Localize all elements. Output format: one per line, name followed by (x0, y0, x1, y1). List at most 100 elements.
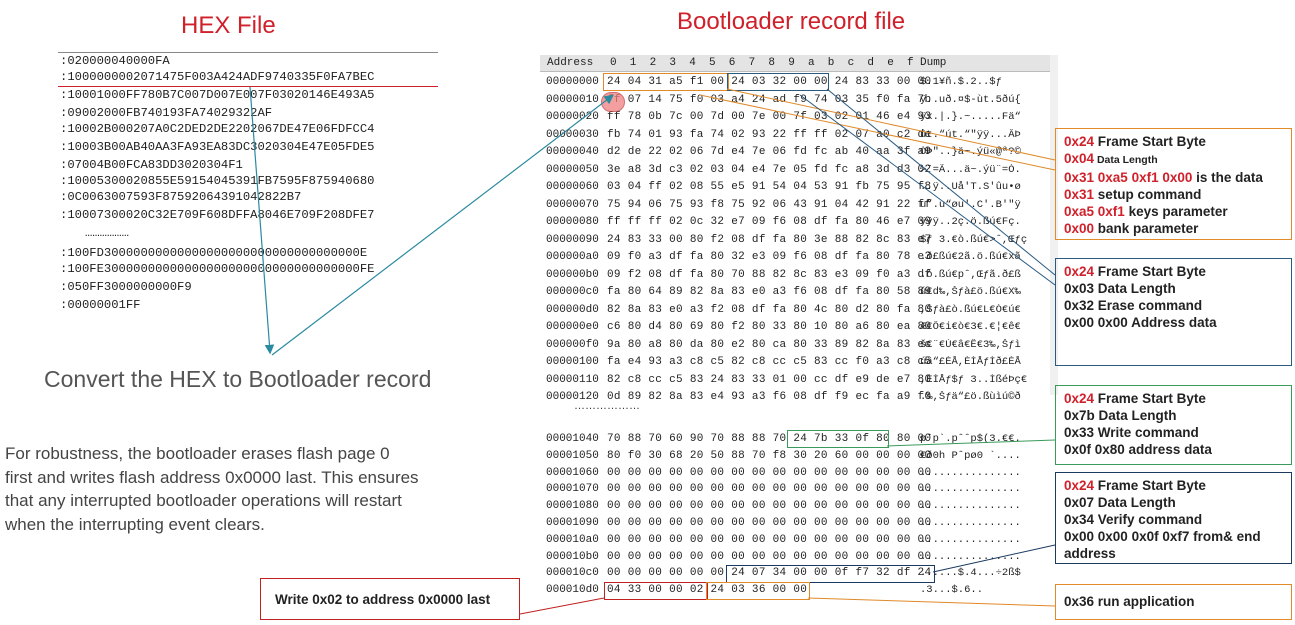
row-dump: ú€d‰,Šƒà£ö.ßú€X‰ (920, 286, 1021, 298)
header-col: e (887, 57, 894, 69)
hex-file-title: HEX File (181, 12, 276, 39)
box-line-text: Frame Start Byte (1094, 391, 1206, 406)
box-line-text: is the data (1192, 170, 1263, 185)
row-dump: $.1¥ñ.$.2..$ƒ (920, 76, 1002, 88)
row-dump: ,ÈÌÅƒ$ƒ 3..ÌßéÞç€ (920, 373, 1028, 386)
row-bytes: 00 00 00 00 00 00 00 00 00 00 00 00 00 0… (607, 466, 932, 479)
row-address: 00000090 (546, 233, 599, 246)
row-bytes: 0d 89 82 8a 83 e4 93 a3 f6 08 df f9 ec f… (607, 391, 932, 403)
editor-scrollbar[interactable] (1050, 55, 1058, 395)
header-col: 3 (669, 57, 676, 69)
paragraph-line: first and writes flash address 0x0000 la… (5, 467, 419, 487)
convert-caption: Convert the HEX to Bootloader record (44, 366, 432, 392)
hex-line: :10007300020C32E709F608DFFA8046E709F208D… (60, 208, 375, 222)
row-address: 000010d0 (546, 584, 599, 597)
box-line-text: Frame Start Byte (1094, 264, 1206, 279)
row-dump: ût.“út.“"ÿÿ...ÂÞ (920, 128, 1021, 141)
row-bytes: 80 f0 30 68 20 50 88 70 f8 30 20 60 00 0… (607, 449, 932, 462)
hex-line: :10003B00AB40AA3FA93EA83DC3020304E47E05F… (60, 140, 375, 154)
row-address: 000000f0 (546, 338, 599, 351)
header-col: 0 (610, 57, 617, 69)
box-line: 0x7b Data Length (1064, 407, 1283, 424)
row-address: 00001040 (546, 433, 599, 445)
box-line-code: 0x04 (1064, 151, 1095, 166)
header-col: 4 (689, 57, 696, 69)
row-address: 000010b0 (546, 550, 599, 563)
box-line-text: Data Length (1094, 154, 1158, 166)
paragraph-line: For robustness, the bootloader erases fl… (5, 444, 390, 463)
row-bytes: 00 00 00 00 00 00 00 00 00 00 00 00 00 0… (607, 483, 932, 496)
arrow-hex-to-convert (249, 86, 275, 355)
row-dump: ÿx.|.}.~.....Fä“ (920, 111, 1021, 123)
box-line: 0x00 bank parameter (1064, 220, 1283, 237)
row-address: 000010a0 (546, 533, 599, 546)
header-col: 9 (788, 57, 795, 69)
row-dump: ..ÿ..Uå'T.S'ûu•ø (920, 181, 1021, 193)
hex-line: :100FE3000000000000000000000000000000000… (60, 262, 375, 276)
line-run (807, 597, 1056, 607)
line-write (886, 439, 1056, 447)
box-line: 0x0f 0x80 address data (1064, 441, 1283, 458)
hex-separator-line (58, 52, 438, 53)
box-line-text: 0x0f 0x80 address data (1064, 442, 1212, 457)
box-line-code: 0x24 (1064, 391, 1095, 406)
box-line-code: 0x24 (1064, 478, 1095, 493)
hex-line: :10002B000207A0C2DED2DE2202067DE47E06FDF… (60, 122, 375, 136)
hex-line: :050FF3000000000F9 (60, 280, 192, 294)
row-dump: .3...$.6.. (920, 584, 984, 597)
row-bytes: 3e a8 3d c3 02 03 04 e4 7e 05 fd fc a8 3… (607, 163, 932, 176)
frame-box-write (787, 430, 889, 448)
row-dump: úä“£ÈÅ,ÈÌÅƒÌð£ÈÅ (920, 356, 1021, 368)
box-line: 0x03 Data Length (1064, 280, 1283, 297)
line-erase-b (799, 94, 1056, 286)
box-line-text: Frame Start Byte (1094, 134, 1206, 149)
row-dump: .‰,Šƒä“£ö.ßùìú©ð (920, 391, 1021, 403)
box-line: 0x31 0xa5 0xf1 0x00 is the data (1064, 169, 1283, 186)
row-address: 00001090 (546, 517, 599, 529)
row-dump: ......$.4...÷2ß$ (920, 567, 1021, 580)
header-dump: Dump (920, 57, 947, 69)
row-dump: ................ (920, 483, 1021, 496)
box-line-text: 0x33 Write command (1064, 425, 1199, 440)
box-line: 0x33 Write command (1064, 424, 1283, 441)
row-bytes: 00 00 00 00 00 00 24 07 34 00 00 0f f7 3… (607, 567, 932, 580)
row-address: 000000c0 (546, 286, 599, 298)
row-dump: ................ (920, 500, 1021, 513)
run-application-text: 0x36 run application (1064, 594, 1195, 609)
header-col: 8 (768, 57, 775, 69)
header-col: b (827, 57, 835, 69)
header-col: 1 (629, 57, 637, 69)
box-line: 0x32 Erase command (1064, 297, 1283, 314)
box-line: 0x24 Frame Start Byte (1064, 263, 1283, 280)
header-col: d (867, 57, 874, 69)
box-line: 0x24 Frame Start Byte (1064, 390, 1283, 407)
line-verify (932, 544, 1056, 573)
row-bytes: 9a 80 a8 80 da 80 e2 80 ca 80 33 89 82 8… (607, 338, 932, 351)
frame-box-run (706, 582, 810, 600)
box-line-code: 0x00 (1064, 221, 1095, 236)
row-address: 00000010 (546, 93, 599, 106)
box-line: 0x34 Verify command (1064, 511, 1283, 528)
line-write-last (519, 597, 605, 615)
row-address: 00001050 (546, 449, 599, 462)
box-line-code: 0x31 (1064, 187, 1095, 202)
row-address: 000000d0 (546, 303, 599, 316)
row-bytes: 00 00 00 00 00 00 00 00 00 00 00 00 00 0… (607, 550, 932, 563)
hex-line: :020000040000FA (60, 54, 170, 68)
hex-line: ……………… (85, 226, 129, 240)
line-setup (726, 88, 1056, 161)
row-bytes: 24 04 31 a5 f1 00 24 03 32 00 00 24 83 3… (607, 76, 932, 88)
row-dump: .ð£ßú€2ã.ö.ßú€xã (920, 251, 1021, 263)
row-address: 00000040 (546, 146, 599, 158)
row-dump: u”.u“øu'.C'.B'"ÿ (920, 198, 1021, 211)
header-col: 6 (728, 57, 736, 69)
hex-line: :0C0063007593F87592064391042822B7 (60, 190, 302, 204)
box-line: 0x00 0x00 0x0f 0xf7 from& end address (1064, 528, 1283, 562)
write-last-box: Write 0x02 to address 0x0000 last (260, 578, 520, 620)
box-line-text: keys parameter (1124, 204, 1228, 219)
header-col: a (808, 57, 815, 69)
row-address: 000000b0 (546, 268, 599, 281)
box-line-text: 0x7b Data Length (1064, 408, 1177, 423)
row-bytes: 82 8a 83 e0 a3 f2 08 df fa 80 4c 80 d2 8… (607, 303, 932, 316)
